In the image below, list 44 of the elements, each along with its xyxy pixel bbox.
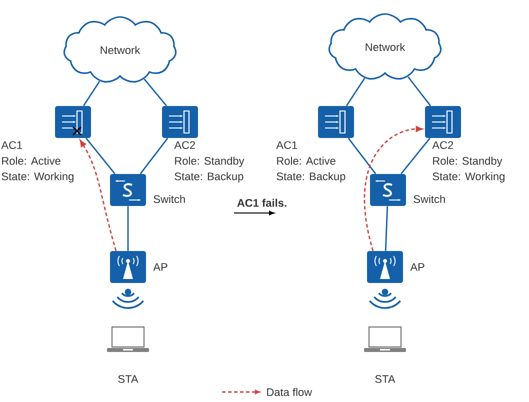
link-line — [348, 138, 376, 174]
device-label: AC1 — [276, 141, 298, 149]
device-label: State: Working — [432, 172, 504, 182]
link-line — [83, 80, 100, 106]
cloud: Network — [63, 16, 177, 83]
link-line — [127, 206, 129, 251]
legend-label: Data flow — [267, 388, 312, 396]
device-label: Role: Standby — [433, 156, 502, 167]
device-label: State: Working — [2, 172, 74, 182]
device-label: STA — [375, 375, 396, 383]
device-label: AC2 — [432, 141, 454, 149]
switch-icon — [370, 174, 406, 206]
controller-icon — [162, 106, 198, 138]
laptop-icon — [364, 326, 406, 352]
device-label: Role: Active — [277, 156, 336, 165]
device-label: Role: Standby — [175, 156, 244, 167]
access-point-icon — [110, 251, 146, 283]
link-line — [408, 76, 432, 106]
link-line — [400, 138, 430, 174]
data-flow-arrow — [80, 140, 117, 251]
device-label: STA — [118, 375, 138, 383]
step-label: AC1 fails. — [237, 198, 286, 207]
device-label: Switch — [414, 194, 445, 204]
cloud: Network — [328, 13, 442, 80]
data-flow-arrow — [364, 126, 423, 251]
device-label: AC1 — [1, 141, 22, 149]
laptop-icon — [107, 326, 149, 352]
device-label: Switch — [154, 194, 185, 204]
link-line — [346, 78, 366, 106]
switch-icon — [110, 174, 146, 206]
device-label: AC2 — [174, 141, 196, 149]
controller-icon — [318, 106, 354, 138]
link-line — [140, 138, 168, 174]
link-line — [86, 138, 116, 174]
device-label: Role: Active — [2, 156, 60, 165]
link-line — [384, 206, 388, 251]
access-point-icon — [367, 251, 403, 283]
link-line — [144, 78, 168, 106]
device-label: AP — [153, 263, 168, 271]
controller-icon — [425, 106, 461, 138]
device-label: State: Backup — [276, 172, 346, 182]
device-label: State: Backup — [174, 172, 244, 182]
controller-icon — [55, 106, 91, 138]
device-label: AP — [410, 263, 424, 271]
